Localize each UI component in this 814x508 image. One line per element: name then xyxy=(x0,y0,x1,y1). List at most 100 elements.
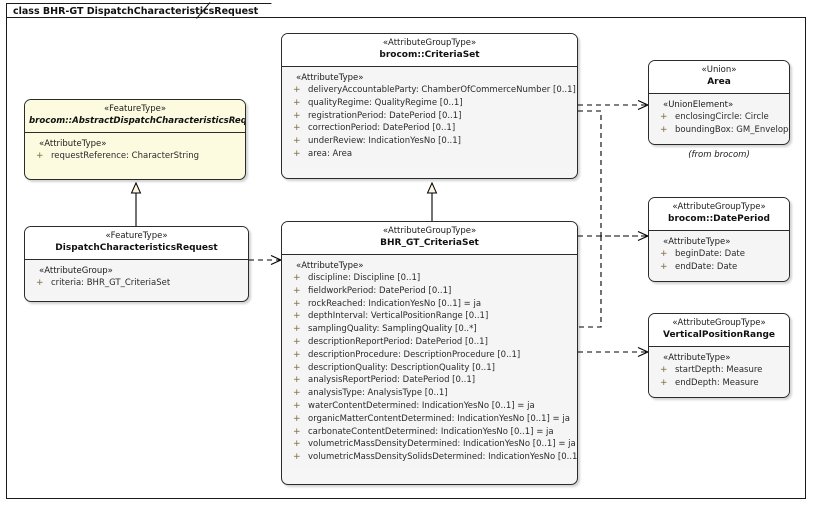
attribute-group-label: «AttributeType» xyxy=(296,261,364,271)
attribute-row: +descriptionProcedure: DescriptionProced… xyxy=(286,349,573,362)
class-name: VerticalPositionRange xyxy=(662,330,776,340)
class-body-dispatch-request: «AttributeGroup» +criteria: BHR_GT_Crite… xyxy=(25,260,248,296)
stereotype-label: «FeatureType» xyxy=(105,231,168,241)
attribute-text: rockReached: IndicationYesNo [0..1] = ja xyxy=(308,298,482,309)
attribute-group-label: «AttributeType» xyxy=(663,237,731,247)
attribute-text: waterContentDetermined: IndicationYesNo … xyxy=(308,400,535,411)
attribute-row: + correctionPeriod: DatePeriod [0..1] xyxy=(286,122,573,135)
dependency-route-to-verticalpositionrange xyxy=(578,236,602,328)
attribute-row: +volumetricMassDensityDetermined: Indica… xyxy=(286,438,576,451)
class-body-criteria-set: «AttributeType» +deliveryAccountablePart… xyxy=(282,67,577,167)
class-box-criteria-set[interactable]: «AttributeGroupType» brocom::CriteriaSet… xyxy=(281,33,578,179)
visibility-marker: + xyxy=(293,136,301,147)
attribute-text: boundingBox: GM_Envelope xyxy=(675,124,790,135)
title-tab-slant xyxy=(196,2,218,19)
visibility-marker: + xyxy=(293,413,301,424)
attribute-text: samplingQuality: SamplingQuality [0..*] xyxy=(308,324,477,335)
visibility-marker: + xyxy=(36,278,44,288)
attribute-row: +beginDate: Date xyxy=(653,248,785,261)
class-name: brocom::CriteriaSet xyxy=(379,50,480,60)
stereotype-label: «AttributeGroupType» xyxy=(382,38,477,48)
attribute-text: volumetricMassDensitySolidsDetermined: I… xyxy=(308,452,578,463)
visibility-marker: + xyxy=(293,123,301,134)
visibility-marker: + xyxy=(660,124,668,135)
class-box-abstract-dispatch-request[interactable]: «FeatureType» brocom::AbstractDispatchCh… xyxy=(24,99,246,180)
class-header-bhr-gt-criteria-set: «AttributeGroupType» BHR_GT_CriteriaSet xyxy=(282,222,577,255)
attribute-text: volumetricMassDensityDetermined: Indicat… xyxy=(308,439,576,450)
attribute-text: enclosingCircle: Circle xyxy=(675,112,769,122)
attribute-text: underReview: IndicationYesNo [0..1] xyxy=(308,136,461,147)
visibility-marker: + xyxy=(293,110,301,121)
class-body-area: «UnionElement» +enclosingCircle: Circle … xyxy=(649,94,789,143)
attribute-row: +deliveryAccountableParty: ChamberOfComm… xyxy=(286,84,576,97)
package-origin-note-area: (from brocom) xyxy=(688,150,750,160)
attribute-group-label: «AttributeType» xyxy=(39,139,107,149)
class-box-vertical-position-range[interactable]: «AttributeGroupType» VerticalPositionRan… xyxy=(648,313,790,398)
visibility-marker: + xyxy=(660,377,668,388)
class-header-vertical-position-range: «AttributeGroupType» VerticalPositionRan… xyxy=(649,314,789,347)
visibility-marker: + xyxy=(293,148,301,159)
attribute-row: + analysisReportPeriod: DatePeriod [0..1] xyxy=(286,374,573,387)
attribute-text: startDepth: Measure xyxy=(675,365,763,375)
attribute-row: + qualityRegime: QualityRegime [0..1] xyxy=(286,97,573,110)
attribute-row: + endDepth: Measure xyxy=(653,377,785,390)
class-box-bhr-gt-criteria-set[interactable]: «AttributeGroupType» BHR_GT_CriteriaSet … xyxy=(281,221,578,485)
attribute-row: +carbonateContentDetermined: IndicationY… xyxy=(286,426,573,439)
attribute-text: endDate: Date xyxy=(675,261,738,272)
class-box-area[interactable]: «Union» Area «UnionElement» + enclosingCi… xyxy=(648,60,790,145)
class-box-date-period[interactable]: «AttributeGroupType» brocom::DatePeriod … xyxy=(648,197,790,282)
diagram-frame xyxy=(6,17,806,499)
visibility-marker: + xyxy=(293,324,301,335)
attribute-text: analysisReportPeriod: DatePeriod [0..1] xyxy=(308,375,476,386)
attribute-text: analysisType: AnalysisType [0..1] xyxy=(308,388,448,399)
attribute-row: +descriptionQuality: DescriptionQuality … xyxy=(286,362,573,375)
attribute-text: area: Area xyxy=(308,148,353,159)
attribute-group-label: «AttributeGroup» xyxy=(39,266,113,276)
class-name: Area xyxy=(707,77,731,87)
attribute-text: qualityRegime: QualityRegime [0..1] xyxy=(308,97,463,108)
attribute-text: endDepth: Measure xyxy=(675,377,759,388)
attribute-row: + enclosingCircle: Circle xyxy=(653,111,785,124)
attribute-text: discipline: Discipline [0..1] xyxy=(308,273,421,283)
attribute-row: +descriptionReportPeriod: DatePeriod [0.… xyxy=(286,336,573,349)
attribute-row: + discipline: Discipline [0..1] xyxy=(286,272,573,285)
visibility-marker: + xyxy=(293,388,301,399)
attribute-text: organicMatterContentDetermined: Indicati… xyxy=(308,413,570,424)
attribute-row: +registrationPeriod: DatePeriod [0..1] xyxy=(286,110,573,123)
visibility-marker: + xyxy=(293,97,301,108)
visibility-marker: + xyxy=(293,349,301,360)
attribute-row: +endDate: Date xyxy=(653,261,785,274)
class-header-abstract-dispatch-request: «FeatureType» brocom::AbstractDispatchCh… xyxy=(25,100,245,133)
attribute-row: +requestReference: CharacterString xyxy=(29,150,241,163)
stereotype-label: «AttributeGroupType» xyxy=(672,318,766,328)
attribute-row: +depthInterval: VerticalPositionRange [0… xyxy=(286,310,573,323)
visibility-marker: + xyxy=(293,452,301,463)
stereotype-label: «AttributeGroupType» xyxy=(382,226,477,236)
visibility-marker: + xyxy=(293,362,301,373)
class-body-vertical-position-range: «AttributeType» +startDepth: Measure +en… xyxy=(649,347,789,396)
stereotype-label: «Union» xyxy=(701,65,737,75)
diagram-title-tab: class BHR-GT DispatchCharacteristicsRequ… xyxy=(6,3,286,19)
class-header-date-period: «AttributeGroupType» brocom::DatePeriod xyxy=(649,198,789,231)
visibility-marker: + xyxy=(660,112,668,122)
visibility-marker: + xyxy=(293,375,301,386)
attribute-row: + organicMatterContentDetermined: Indicat… xyxy=(286,413,573,426)
class-header-dispatch-request: «FeatureType» DispatchCharacteristicsReq… xyxy=(25,227,248,260)
attribute-text: fieldworkPeriod: DatePeriod [0..1] xyxy=(308,285,452,296)
attribute-row: +fieldworkPeriod: DatePeriod [0..1] xyxy=(286,285,573,298)
attribute-row: +rockReached: IndicationYesNo [0..1] = j… xyxy=(286,298,573,311)
attribute-row: + boundingBox: GM_Envelope xyxy=(653,124,789,137)
diagram-title: class BHR-GT DispatchCharacteristicsRequ… xyxy=(13,6,259,17)
visibility-marker: + xyxy=(293,400,301,411)
class-body-bhr-gt-criteria-set: «AttributeType» + discipline: Discipline … xyxy=(282,255,577,470)
attribute-group-label: «UnionElement» xyxy=(663,100,734,110)
attribute-row: + underReview: IndicationYesNo [0..1] xyxy=(286,135,573,148)
class-name: brocom::AbstractDispatchCharacteristicsR… xyxy=(29,116,246,126)
class-body-abstract-dispatch-request: «AttributeType» +requestReference: Chara… xyxy=(25,133,245,169)
visibility-marker: + xyxy=(293,273,301,283)
class-box-dispatch-request[interactable]: «FeatureType» DispatchCharacteristicsReq… xyxy=(24,226,249,302)
attribute-text: correctionPeriod: DatePeriod [0..1] xyxy=(308,123,456,134)
attribute-text: descriptionReportPeriod: DatePeriod [0..… xyxy=(308,336,488,347)
attribute-row: + waterContentDetermined: IndicationYesNo… xyxy=(286,400,573,413)
